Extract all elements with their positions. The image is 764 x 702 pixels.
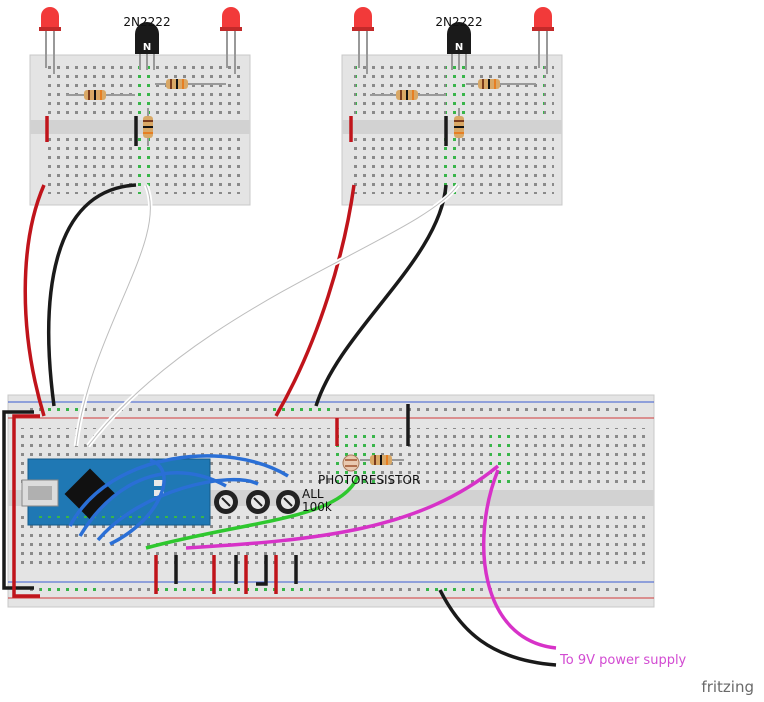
led-right-1 bbox=[352, 7, 374, 74]
photoresistor-label: PHOTORESISTOR bbox=[318, 473, 420, 487]
transistor-left-mark: N bbox=[143, 42, 151, 53]
potentiometer-1 bbox=[214, 490, 238, 514]
potentiometers bbox=[214, 490, 300, 514]
pots-label-line2: 100k bbox=[302, 500, 332, 514]
transistor-left-label: 2N2222 bbox=[123, 15, 170, 29]
transistor-right-label: 2N2222 bbox=[435, 15, 482, 29]
breadboard-small-right bbox=[341, 54, 563, 206]
power-supply-label: To 9V power supply bbox=[559, 653, 687, 668]
photoresistor-component bbox=[342, 454, 360, 472]
fritzing-brand: fritzing bbox=[701, 678, 754, 696]
transistor-right bbox=[447, 22, 471, 70]
led-right-2 bbox=[532, 7, 554, 74]
transistor-right-mark: N bbox=[455, 42, 463, 53]
resistor-photo bbox=[360, 455, 404, 465]
potentiometer-2 bbox=[246, 490, 270, 514]
rail-loop-wires bbox=[2, 410, 40, 598]
usb-connector bbox=[21, 479, 59, 507]
led-left-2 bbox=[220, 7, 242, 74]
pots-label-line1: ALL bbox=[302, 487, 324, 501]
potentiometer-3 bbox=[276, 490, 300, 514]
resistors-left-board bbox=[66, 79, 226, 146]
transistor-left bbox=[135, 22, 159, 70]
resistors-right-board bbox=[370, 79, 536, 146]
led-left-1 bbox=[39, 7, 61, 74]
short-jumpers bbox=[45, 116, 448, 594]
breadboard-small-left bbox=[29, 54, 251, 206]
long-wires bbox=[23, 183, 557, 667]
